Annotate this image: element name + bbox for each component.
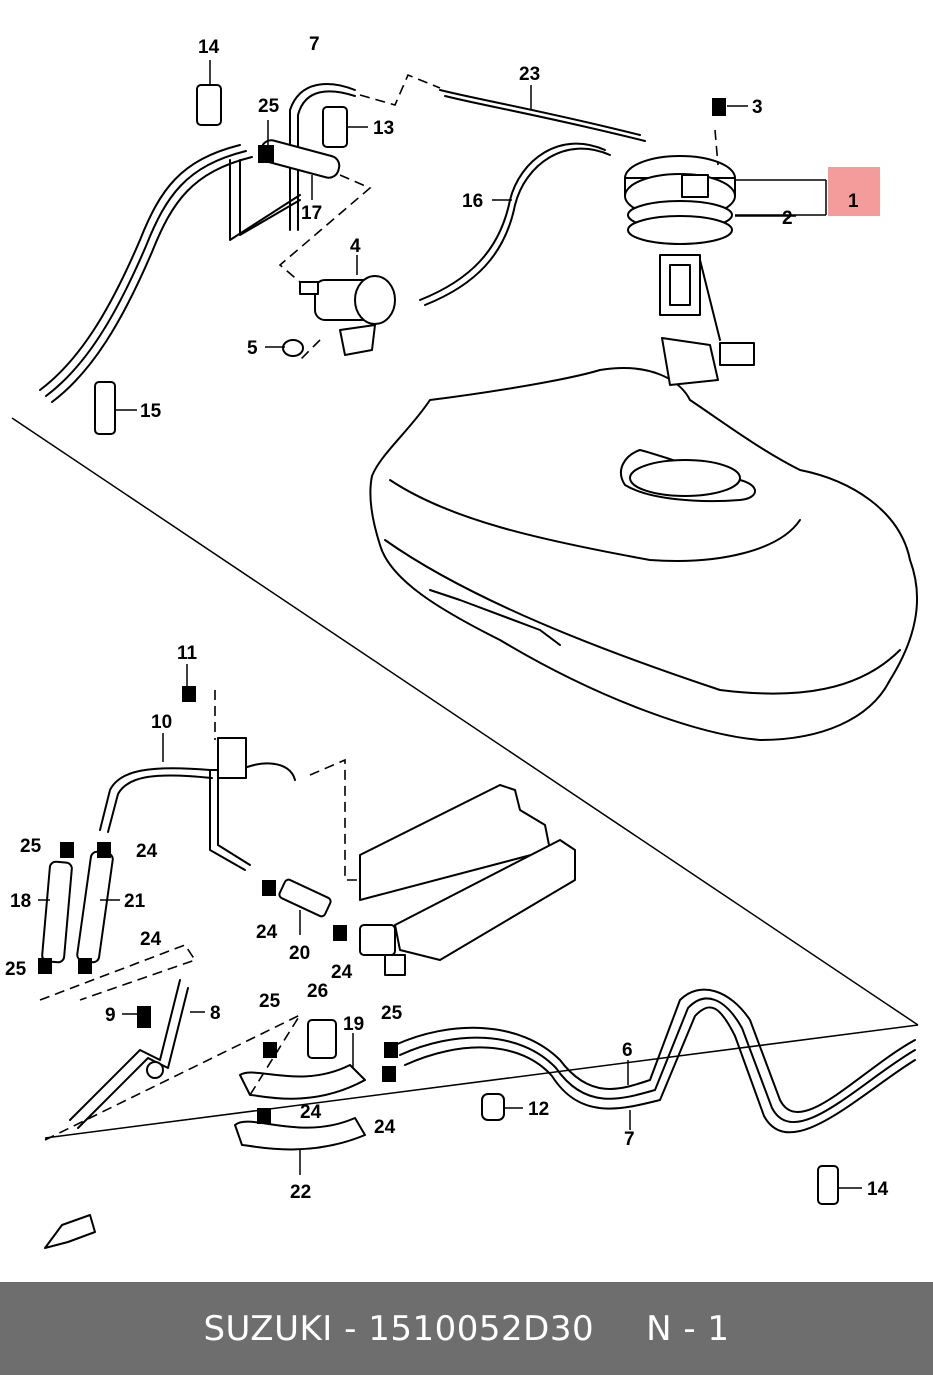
- callout-3: 3: [752, 97, 763, 118]
- fuel-filter: [299, 275, 396, 356]
- callout-4: 4: [350, 236, 361, 257]
- callout-11: 11: [177, 643, 198, 664]
- callout-10: 10: [151, 712, 172, 733]
- callout-19: 19: [343, 1014, 364, 1035]
- callout-7-upper: 7: [309, 34, 320, 55]
- footer-position: N - 1: [646, 1308, 730, 1349]
- upper-clamps: [94, 84, 726, 435]
- footer-separator: -: [344, 1308, 357, 1349]
- callout-13: 13: [373, 118, 394, 139]
- callout-18: 18: [10, 891, 31, 912]
- callout-labels: 1 2 3 4 5 6 7 7 8 9 10 11 12 13 14 14 15…: [5, 34, 889, 1203]
- callout-9: 9: [105, 1005, 116, 1026]
- callout-23: 23: [519, 64, 540, 85]
- footer-part-number: 1510052D30: [368, 1308, 595, 1349]
- callout-24-a: 24: [136, 841, 158, 862]
- callout-2: 2: [782, 208, 793, 229]
- callout-8: 8: [210, 1003, 221, 1024]
- lower-hoses: [41, 850, 366, 1151]
- footer-brand: SUZUKI: [203, 1308, 333, 1349]
- fuel-pump-assembly: [624, 155, 755, 386]
- callout-24-b: 24: [140, 929, 162, 950]
- callout-25-a: 25: [258, 96, 280, 117]
- callout-24-c: 24: [256, 922, 278, 943]
- callout-25-e: 25: [381, 1003, 403, 1024]
- lower-dashed-leaders: [39, 690, 360, 1141]
- callout-5: 5: [247, 338, 258, 359]
- upper-fuel-lines: [39, 83, 646, 403]
- fuel-system-diagram: 1 2 3 4 5 6 7 7 8 9 10 11 12 13 14 14 15…: [5, 34, 919, 1249]
- lower-fuel-lines: [69, 737, 916, 1134]
- callout-17: 17: [301, 203, 322, 224]
- part-footer: SUZUKI - 1510052D30 N - 1: [0, 1282, 933, 1375]
- callout-14-upper: 14: [198, 37, 220, 58]
- callout-16: 16: [462, 191, 483, 212]
- callout-20: 20: [289, 943, 310, 964]
- callout-24-d: 24: [331, 962, 353, 983]
- callout-22: 22: [290, 1182, 311, 1203]
- callout-25-d: 25: [259, 991, 281, 1012]
- callout-21: 21: [124, 891, 146, 912]
- front-arrow-icon: [44, 1214, 96, 1249]
- callout-7-lower: 7: [624, 1129, 635, 1150]
- callout-leaders: [38, 60, 862, 1189]
- callout-26: 26: [307, 981, 328, 1002]
- upper-dashed-leaders: [278, 73, 719, 361]
- fuel-rail: [359, 784, 576, 976]
- callout-6: 6: [622, 1040, 633, 1061]
- callout-25-c: 25: [5, 959, 27, 980]
- fuel-tank: [369, 367, 919, 741]
- callout-24-e: 24: [300, 1102, 322, 1123]
- callout-15: 15: [140, 401, 162, 422]
- callout-25-b: 25: [20, 836, 42, 857]
- lower-clips: [38, 686, 839, 1205]
- callout-14-lower: 14: [867, 1179, 889, 1200]
- callout-12: 12: [528, 1099, 549, 1120]
- callout-24-f: 24: [374, 1117, 396, 1138]
- assembly-boundary: [11, 417, 919, 1139]
- callout-1: 1: [848, 191, 859, 212]
- part-1-highlight: [828, 167, 880, 216]
